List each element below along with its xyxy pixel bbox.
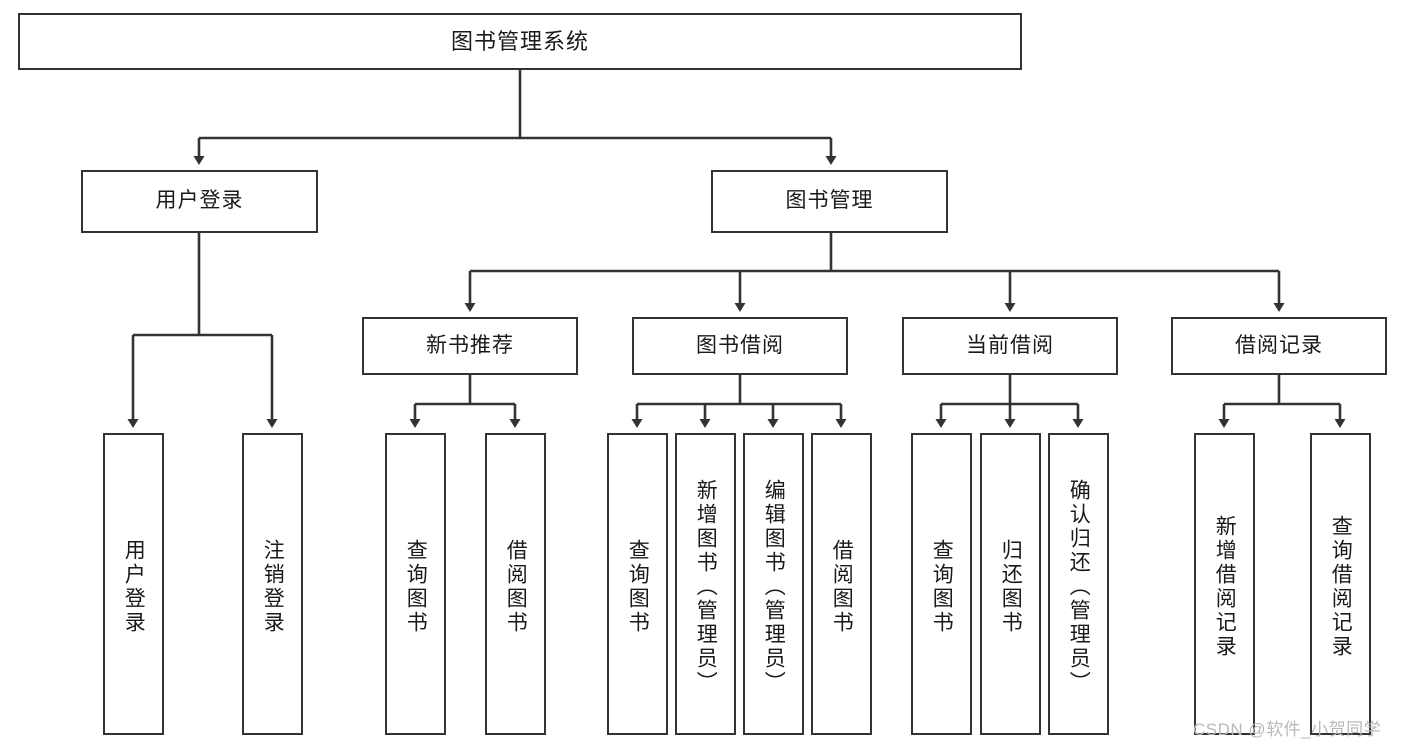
node-label: 确认归还（管理员） (1067, 479, 1091, 695)
leaf-query-borrow-record[interactable]: 查询借阅记录 (1310, 433, 1371, 735)
leaf-confirm-return-admin[interactable]: 确认归还（管理员） (1048, 433, 1109, 735)
node-label: 用户登录 (155, 189, 244, 213)
node-book-management-system[interactable]: 图书管理系统 (18, 13, 1022, 70)
leaf-user-login[interactable]: 用户登录 (103, 433, 164, 735)
leaf-logout[interactable]: 注销登录 (242, 433, 303, 735)
node-label: 查询借阅记录 (1329, 515, 1353, 659)
node-label: 编辑图书（管理员） (762, 479, 786, 695)
node-label: 借阅图书 (504, 539, 528, 635)
node-label: 借阅图书 (830, 539, 854, 635)
leaf-add-book-admin[interactable]: 新增图书（管理员） (675, 433, 736, 735)
leaf-query-book-borrow[interactable]: 查询图书 (607, 433, 668, 735)
leaf-borrow-book[interactable]: 借阅图书 (811, 433, 872, 735)
node-label: 查询图书 (404, 539, 428, 635)
node-label: 图书管理系统 (450, 28, 589, 54)
node-label: 注销登录 (261, 539, 285, 635)
leaf-edit-book-admin[interactable]: 编辑图书（管理员） (743, 433, 804, 735)
leaf-query-book-recommend[interactable]: 查询图书 (385, 433, 446, 735)
node-label: 图书管理 (785, 189, 874, 213)
node-label: 新增图书（管理员） (694, 479, 718, 695)
node-book-borrow[interactable]: 图书借阅 (632, 317, 848, 375)
node-label: 图书借阅 (696, 333, 784, 357)
node-label: 归还图书 (999, 539, 1023, 635)
node-label: 查询图书 (930, 539, 954, 635)
node-label: 借阅记录 (1235, 333, 1323, 357)
leaf-query-book-current[interactable]: 查询图书 (911, 433, 972, 735)
node-borrow-record[interactable]: 借阅记录 (1171, 317, 1387, 375)
node-new-book-recommend[interactable]: 新书推荐 (362, 317, 578, 375)
leaf-borrow-book-recommend[interactable]: 借阅图书 (485, 433, 546, 735)
node-label: 新书推荐 (426, 333, 514, 357)
watermark: CSDN @软件_小贺同学 (1193, 720, 1382, 739)
node-book-management[interactable]: 图书管理 (711, 170, 948, 233)
node-label: 当前借阅 (966, 333, 1054, 357)
node-label: 用户登录 (122, 539, 146, 635)
node-current-borrow[interactable]: 当前借阅 (902, 317, 1118, 375)
node-label: 查询图书 (626, 539, 650, 635)
node-label: 新增借阅记录 (1213, 515, 1237, 659)
leaf-return-book[interactable]: 归还图书 (980, 433, 1041, 735)
leaf-add-borrow-record[interactable]: 新增借阅记录 (1194, 433, 1255, 735)
node-user-login[interactable]: 用户登录 (81, 170, 318, 233)
